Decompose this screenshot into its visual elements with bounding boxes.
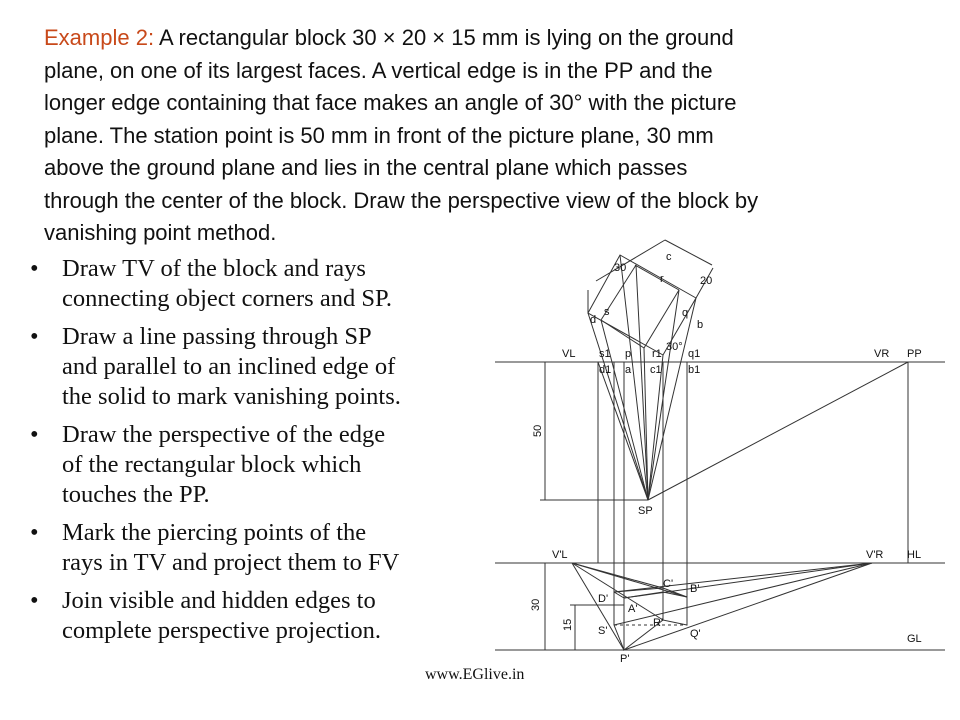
- label-vl-prime: V'L: [552, 549, 568, 561]
- problem-line-5: above the ground plane and lies in the c…: [44, 155, 688, 180]
- label-c1: c1: [650, 364, 662, 376]
- step-item: Draw the perspective of the edge of the …: [28, 420, 498, 510]
- label-c: c: [666, 251, 672, 263]
- label-vr-prime: V'R: [866, 549, 883, 561]
- problem-statement: Example 2: A rectangular block 30 × 20 ×…: [44, 22, 924, 250]
- label-a-prime: A': [628, 603, 637, 615]
- label-vl: VL: [562, 348, 575, 360]
- sp-to-vr: [647, 361, 909, 501]
- label-dim-15: 15: [562, 619, 574, 631]
- label-b1: b1: [688, 364, 700, 376]
- example-label: Example 2:: [44, 25, 159, 50]
- label-dim-50: 50: [532, 425, 544, 437]
- label-r-prime: R': [653, 617, 663, 629]
- label-s: s: [604, 306, 610, 318]
- top-view-block: [587, 254, 697, 356]
- label-dim-20: 20: [700, 275, 712, 287]
- dim-20-line: [664, 239, 713, 266]
- label-sp: SP: [638, 505, 653, 517]
- label-gl: GL: [907, 633, 922, 645]
- label-dim-30-side: 30: [530, 599, 542, 611]
- label-b-prime: B': [690, 583, 699, 595]
- label-vr: VR: [874, 348, 889, 360]
- problem-line-1: Example 2: A rectangular block 30 × 20 ×…: [44, 25, 734, 50]
- label-c-prime: C': [663, 578, 673, 590]
- label-a: a: [625, 364, 632, 376]
- label-p-prime: P': [620, 653, 629, 665]
- label-q1: q1: [688, 348, 700, 360]
- problem-line-4: plane. The station point is 50 mm in fro…: [44, 122, 714, 148]
- sp-to-vl: [597, 361, 649, 501]
- problem-line-6: through the center of the block. Draw th…: [44, 187, 759, 213]
- problem-line-2: plane, on one of its largest faces. A ve…: [44, 57, 713, 83]
- label-d1: d1: [599, 364, 611, 376]
- label-r: r: [660, 273, 664, 285]
- problem-line-3: longer edge containing that face makes a…: [44, 90, 737, 115]
- footer-watermark: www.EGlive.in: [425, 666, 525, 683]
- step-item: Draw TV of the block and rays connecting…: [28, 254, 498, 314]
- step-item: Mark the piercing points of the rays in …: [28, 518, 498, 578]
- label-d-prime: D': [598, 593, 608, 605]
- label-p: p: [625, 348, 631, 360]
- problem-line-7: vanishing point method.: [44, 220, 277, 245]
- step-item: Join visible and hidden edges to complet…: [28, 586, 498, 646]
- label-s-prime: S': [598, 625, 607, 637]
- label-b: b: [697, 319, 703, 331]
- label-hl: HL: [907, 549, 921, 561]
- label-q: q: [682, 307, 688, 319]
- top-view-hidden-sr: [600, 264, 637, 321]
- label-q-prime: Q': [690, 628, 701, 640]
- label-angle: 30°: [666, 341, 683, 353]
- label-d: d: [590, 314, 596, 326]
- label-r1: r1: [652, 348, 662, 360]
- dim-30-line: [595, 239, 666, 282]
- steps-list: Draw TV of the block and rays connecting…: [28, 254, 498, 654]
- label-pp: PP: [907, 348, 922, 360]
- label-dim-30: 30: [614, 262, 626, 274]
- label-s1: s1: [599, 348, 611, 360]
- step-item: Draw a line passing through SP and paral…: [28, 322, 498, 412]
